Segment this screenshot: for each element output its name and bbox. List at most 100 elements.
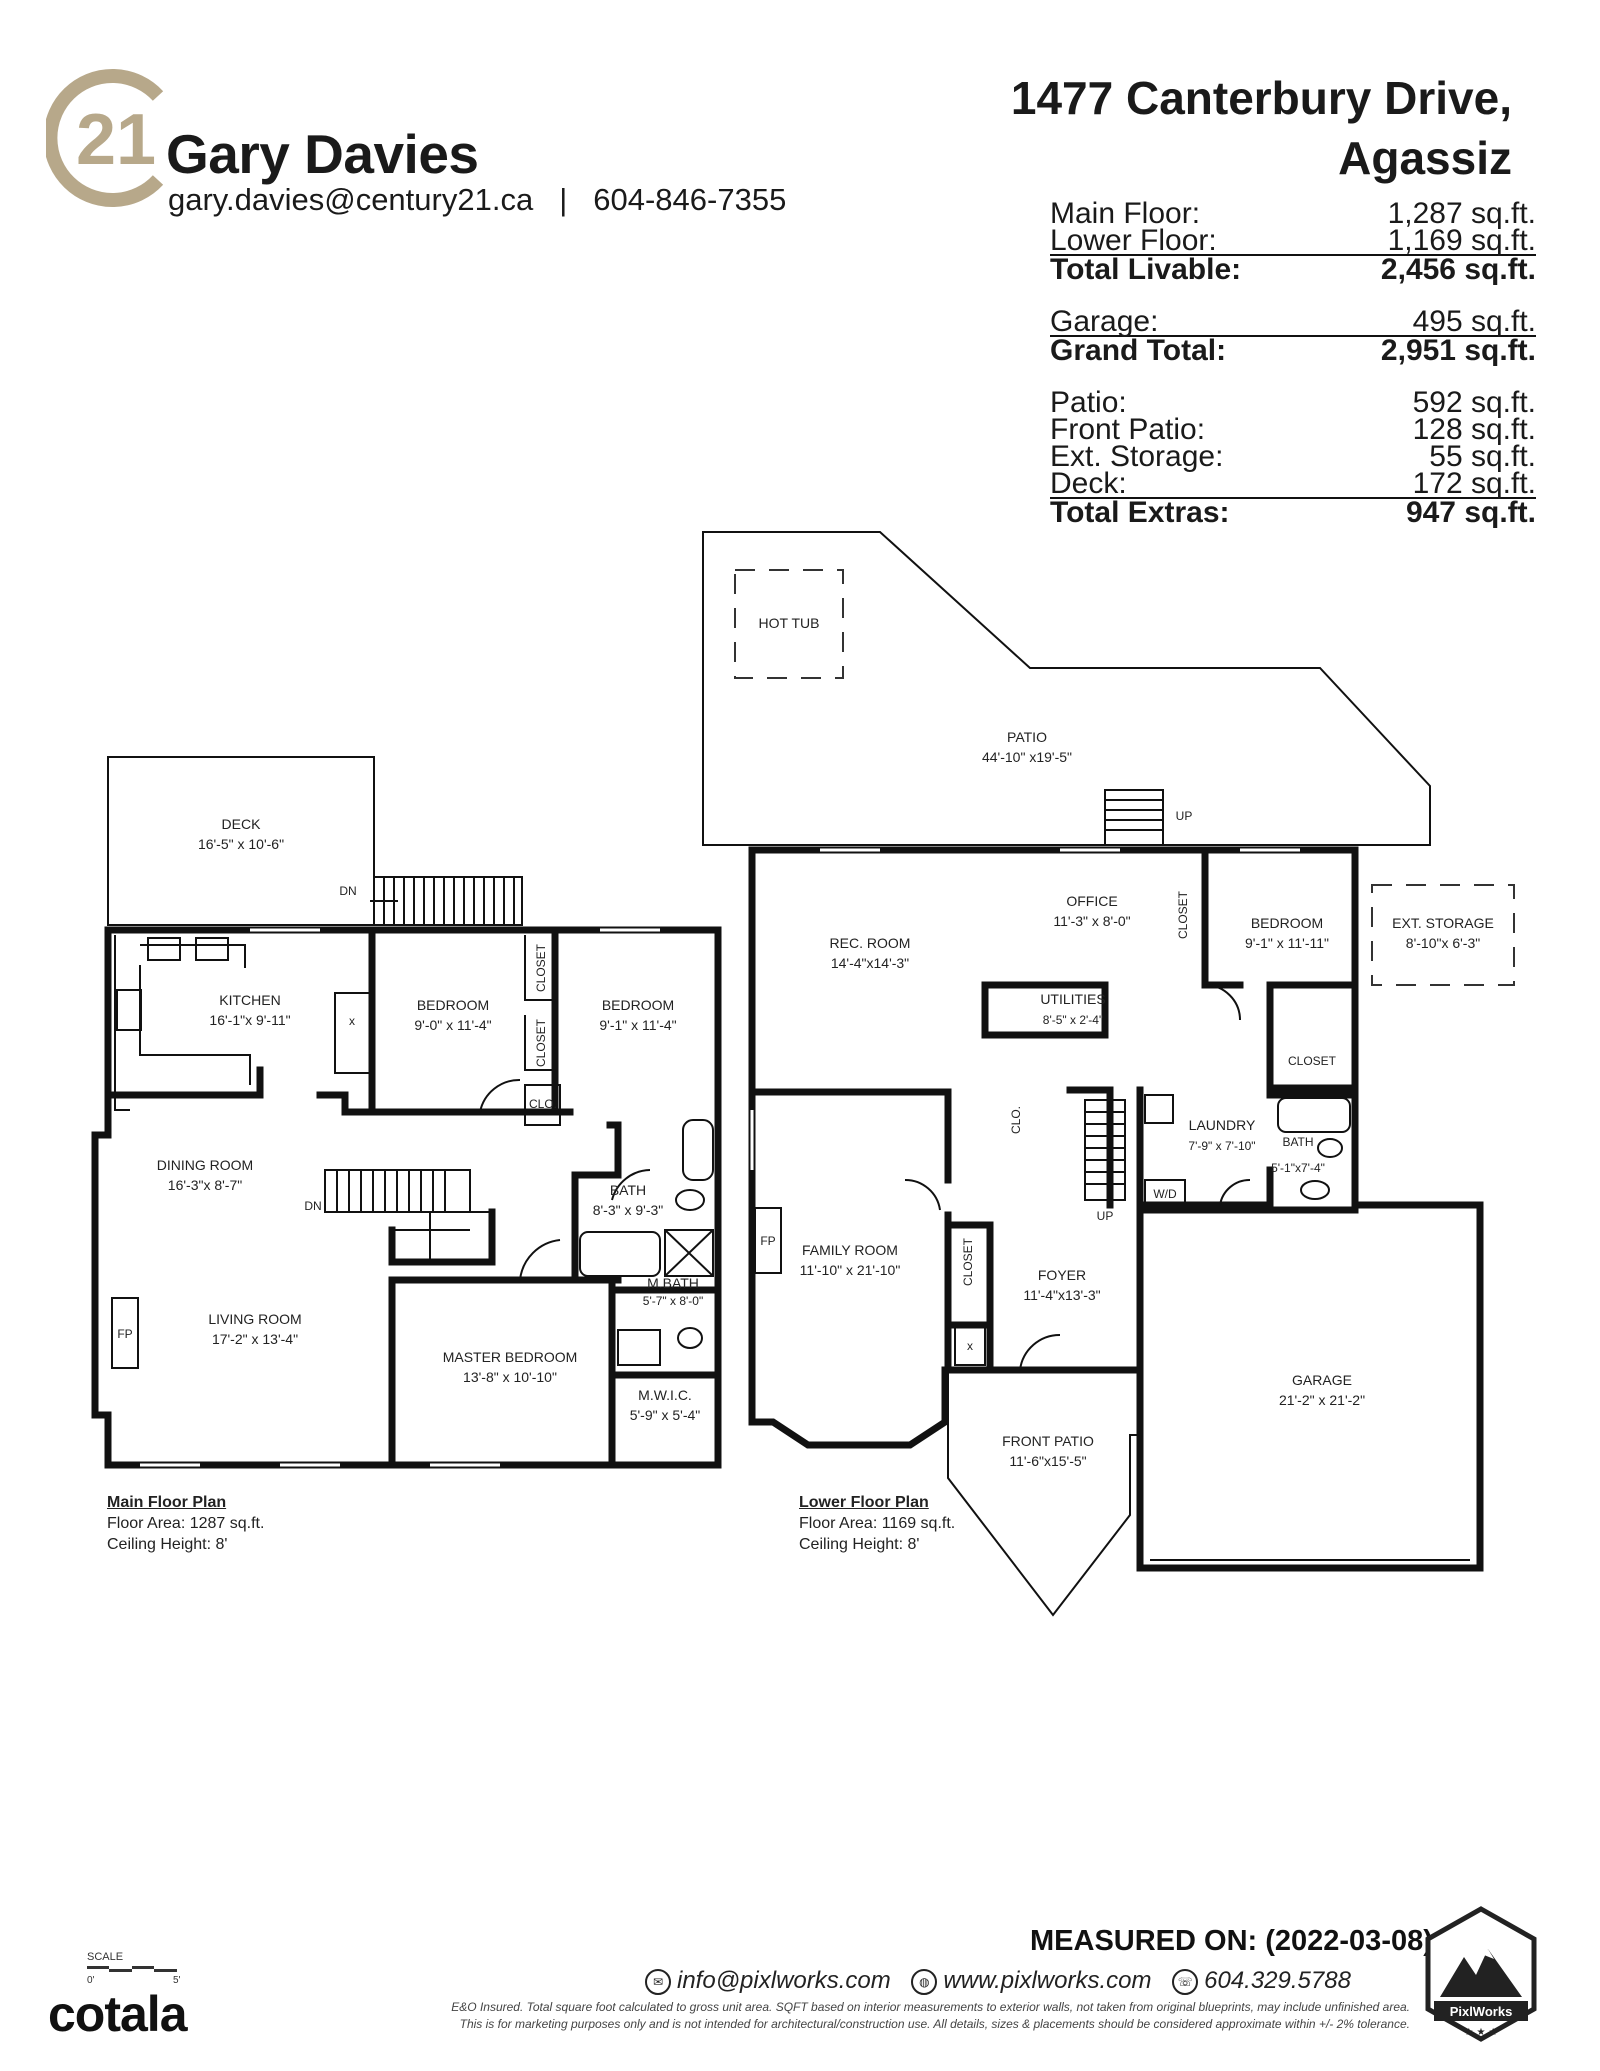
washer-dryer [1144,1179,1186,1206]
area-row-front-patio: Front Patio:128 sq.ft. [1050,413,1536,446]
lower-bedroom-name: BEDROOM [1251,915,1323,931]
utilities-dims: 8'-5" x 2'-4" [1043,1013,1103,1027]
main-stairs-dn-label: DN [304,1199,321,1213]
agent-phone[interactable]: 604-846-7355 [593,182,787,217]
kitchen-counters: x [114,935,371,1111]
kitchen-fridge-mark: x [349,1014,355,1028]
lower-floor-caption-title: Lower Floor Plan [799,1494,929,1511]
bedroom1-name: BEDROOM [417,997,489,1013]
property-address: 1477 Canterbury Drive, Agassiz [1011,68,1512,188]
living-fireplace [111,1297,139,1369]
scale-end: 5' [173,1975,181,1986]
bedroom2-dims: 9'-1" x 11'-4" [599,1017,676,1033]
bath-dims: 8'-3" x 9'-3" [593,1202,664,1218]
area-row-main-floor: Main Floor:1,287 sq.ft. [1050,197,1536,230]
dining-dims: 16'-3"x 8'-7" [168,1177,242,1193]
lower-floor-caption: Lower Floor Plan Floor Area: 1169 sq.ft.… [799,1492,955,1555]
front-patio-dims: 11'-6"x15'-5" [1009,1453,1086,1469]
patio-outline [702,531,1431,846]
family-fireplace-label: FP [760,1234,775,1248]
mbath-name: M.BATH [647,1275,699,1291]
rec-dims: 14'-4"x14'-3" [831,955,909,971]
area-row-ext-storage: Ext. Storage:55 sq.ft. [1050,440,1536,473]
address-line2: Agassiz [1338,132,1512,184]
office-name: OFFICE [1066,893,1117,909]
badge-text: PixlWorks [1450,2004,1513,2019]
mwic-name: M.W.I.C. [638,1387,692,1403]
master-dims: 13'-8" x 10'-10" [463,1369,557,1385]
utilities-closet [981,981,1109,1039]
agent-contact: gary.davies@century21.ca|604-846-7355 [168,182,786,218]
deck-stairs-dn-label: DN [339,884,356,898]
dining-name: DINING ROOM [157,1157,253,1173]
deck-stairs [370,876,523,926]
deck-dims: 16'-5" x 10'-6" [198,836,284,852]
area-row-total-livable: Total Livable:2,456 sq.ft. [1050,253,1536,286]
main-floor-plan: x CLOSET CLOSET CLO. [91,756,722,1469]
door-swing [611,1169,651,1201]
mbath-toilet [677,1327,703,1349]
globe-icon: ◍ [911,1969,938,1995]
main-floor-caption-title: Main Floor Plan [107,1494,227,1511]
front-patio-outline [947,1370,1140,1617]
living-name: LIVING ROOM [208,1311,301,1327]
patio-stairs-up-label: UP [1176,809,1193,823]
area-row-lower-floor: Lower Floor:1,169 sq.ft. [1050,224,1536,257]
agent-email[interactable]: gary.davies@century21.ca [168,182,534,217]
address-line1: 1477 Canterbury Drive, [1010,72,1512,124]
main-floor-caption-ceiling: Ceiling Height: 8' [107,1536,228,1553]
area-row-grand-total: Grand Total:2,951 sq.ft. [1050,334,1536,367]
lower-clo-label: CLO. [1009,1106,1023,1134]
pixlworks-phone[interactable]: 604.329.5788 [1204,1967,1351,1994]
bedroom2-name: BEDROOM [602,997,674,1013]
bedroom-closet-label-1: CLOSET [534,943,548,992]
cotala-logo: cotala [48,1986,188,2042]
living-fireplace-label: FP [117,1327,132,1341]
door-swing [1019,1333,1061,1371]
family-fireplace [754,1207,782,1274]
foyer-name: FOYER [1038,1267,1086,1283]
ext-storage-name: EXT. STORAGE [1392,915,1494,931]
measured-on: MEASURED ON: (2022-03-08) [1030,1925,1433,1957]
lower-stairs-up-label: UP [1097,1209,1114,1223]
laundry-name: LAUNDRY [1189,1117,1256,1133]
family-dims: 11'-10" x 21'-10" [800,1262,901,1278]
bathtub [579,1231,661,1277]
master-name: MASTER BEDROOM [443,1349,578,1365]
hall-closet-label: CLO. [529,1097,557,1111]
front-patio-name: FRONT PATIO [1002,1433,1094,1449]
garage-dims: 21'-2" x 21'-2" [1279,1392,1365,1408]
lower-floor-plan: UP UP [702,531,1515,1617]
deck-name: DECK [222,816,262,832]
foyer-cabinet [954,1324,986,1366]
deck-outline [107,756,375,926]
washer-dryer-label: W/D [1153,1187,1177,1201]
laundry-sink [1144,1094,1174,1124]
door-swing [1204,984,1241,1021]
scale-label: SCALE [87,1951,124,1963]
lower-bathtub [1277,1097,1351,1133]
laundry-dims: 7'-9" x 7'-10" [1188,1139,1255,1153]
disclaimer-line1: E&O Insured. Total square foot calculate… [451,2000,1410,2014]
pixlworks-email[interactable]: info@pixlworks.com [677,1967,891,1994]
door-swing [479,1078,521,1113]
bedroom-closets: CLOSET CLOSET CLO. [524,935,561,1126]
disclaimer: E&O Insured. Total square foot calculate… [200,1999,1410,2033]
foyer-cabinet-mark: x [967,1339,973,1353]
email-icon: ✉ [645,1969,671,1995]
main-stairs: DN [304,1169,496,1266]
area-row-deck: Deck:172 sq.ft. [1050,467,1536,500]
kitchen-name: KITCHEN [219,992,280,1008]
lower-bedroom-dims: 9'-1" x 11'-11" [1245,935,1329,951]
pixlworks-website[interactable]: www.pixlworks.com [943,1967,1152,1994]
area-summary: Main Floor:1,287 sq.ft. Lower Floor:1,16… [1050,197,1536,528]
mbath-sink [617,1329,661,1366]
patio-name: PATIO [1007,729,1047,745]
bedroom-closet-label: CLOSET [1288,1054,1337,1068]
ext-storage-dims: 8'-10"x 6'-3" [1406,935,1480,951]
logo-text: 21 [76,100,156,180]
bedroom-closet-label-2: CLOSET [534,1018,548,1067]
toilet [675,1189,705,1211]
lower-floor-caption-ceiling: Ceiling Height: 8' [799,1536,920,1553]
